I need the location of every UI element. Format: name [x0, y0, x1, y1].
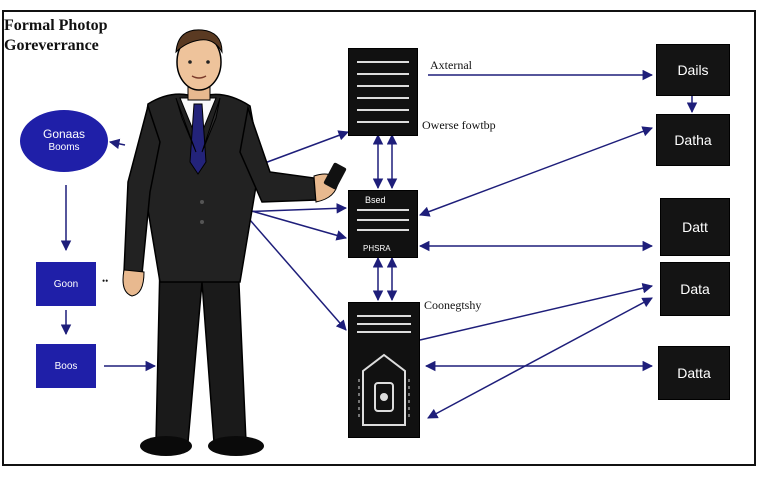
top-server[interactable]	[348, 48, 418, 136]
data-box-5[interactable]: Datta	[658, 346, 730, 400]
boos-node[interactable]: Boos	[36, 344, 96, 388]
gonaas-node[interactable]: Gonaas Booms	[20, 110, 108, 172]
data-box-4[interactable]: Data	[660, 262, 730, 316]
arrow-bottom-to-data-2	[427, 297, 653, 419]
arrow-person-to-mid-server-2	[235, 203, 348, 214]
goon-label: Goon	[53, 278, 79, 290]
data-box-4-label: Data	[680, 281, 710, 297]
bottom-server[interactable]	[348, 302, 420, 438]
arrow-hand-to-top-server	[261, 130, 349, 165]
data-box-1-label: Dails	[677, 62, 709, 78]
goon-node[interactable]: Goon	[36, 262, 96, 306]
arrow-body-to-mid-server	[247, 209, 348, 241]
gonaas-sublabel: Booms	[48, 142, 80, 153]
data-box-3[interactable]: Datt	[660, 198, 730, 256]
data-box-5-label: Datta	[677, 365, 711, 381]
boos-label: Boos	[54, 360, 78, 372]
data-box-2[interactable]: Datha	[656, 114, 730, 166]
arrow-body-to-bottom-server	[249, 219, 347, 331]
diagram-title: Formal Photop Goreverrance	[4, 16, 174, 56]
goon-side-mark: ••	[102, 276, 109, 286]
gonaas-label: Gonaas	[42, 127, 86, 141]
title-line-2: Goreverrance	[4, 37, 99, 54]
middle-server[interactable]: Bsed PHSRA	[348, 190, 418, 258]
title-line-1: Formal Photop	[4, 17, 108, 34]
external-label: Axternal	[430, 58, 472, 72]
data-box-1[interactable]: Dails	[656, 44, 730, 96]
ownership-label: Owerse fowtbp	[422, 118, 496, 132]
businessman-illustration	[122, 29, 347, 456]
compatibility-label: Coonegtshy	[424, 298, 482, 312]
device-icon	[358, 353, 410, 426]
middle-server-tag-2: PHSRA	[363, 244, 391, 253]
middle-server-tag: Bsed	[365, 195, 386, 205]
arrow-bottom-to-data	[419, 283, 654, 341]
data-box-2-label: Datha	[674, 132, 712, 148]
arrow-person-to-ellipse	[108, 138, 126, 150]
arrow-mid-to-datha	[419, 126, 653, 217]
data-box-3-label: Datt	[682, 219, 708, 235]
